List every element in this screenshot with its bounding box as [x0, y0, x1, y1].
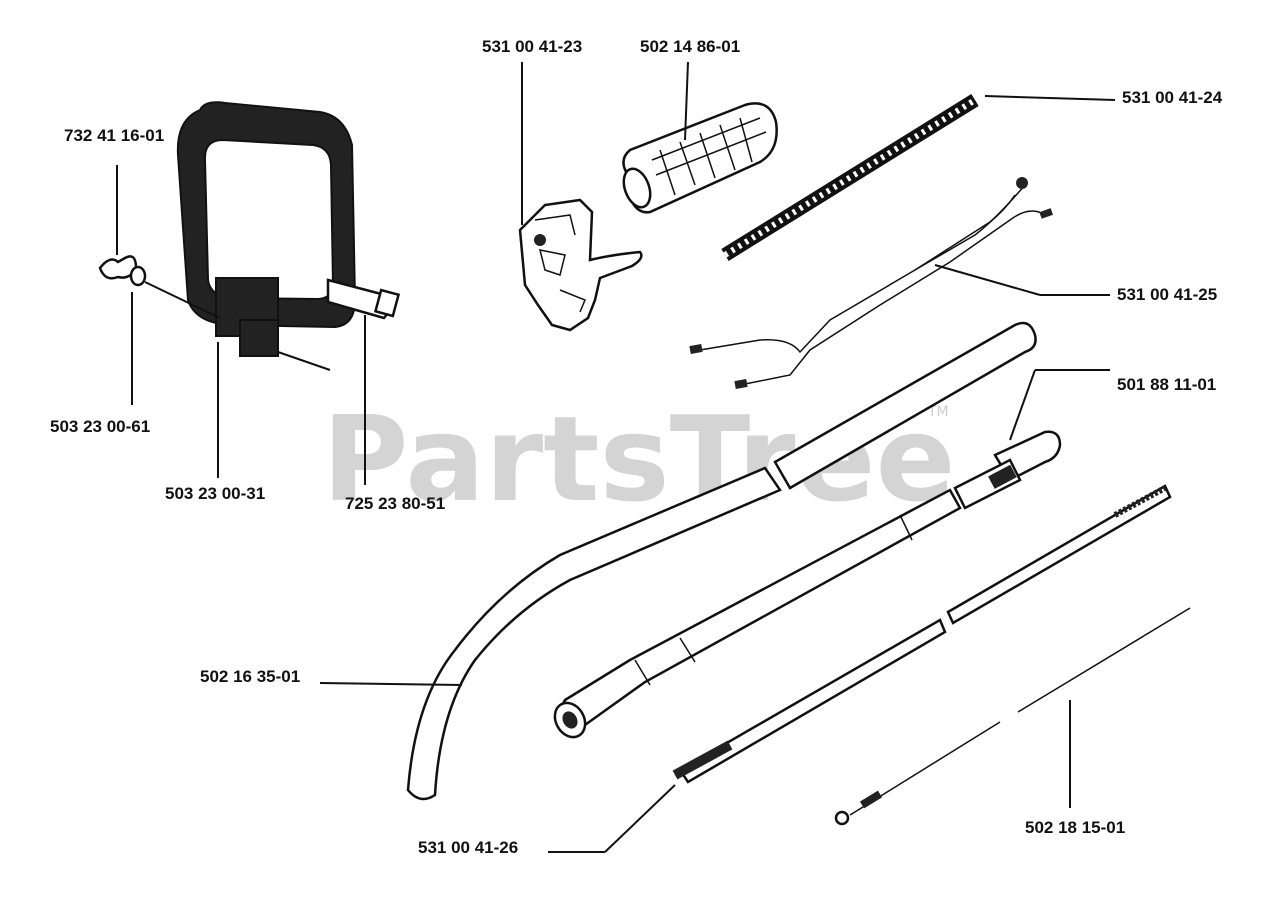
- part-label-502-16-35-01: 502 16 35-01: [200, 667, 300, 686]
- wiring-harness[interactable]: [689, 177, 1054, 389]
- part-label-531-00-41-25: 531 00 41-25: [1117, 285, 1217, 304]
- leader-lines: [116, 61, 1116, 853]
- part-label-502-14-86-01: 502 14 86-01: [640, 37, 740, 56]
- screw[interactable]: [326, 278, 401, 320]
- drive-shaft[interactable]: [549, 488, 962, 743]
- watermark-text: PartsTree: [322, 390, 956, 528]
- part-label-503-23-00-31: 503 23 00-31: [165, 484, 265, 503]
- washer[interactable]: [129, 265, 147, 287]
- part-label-502-18-15-01: 502 18 15-01: [1025, 818, 1125, 837]
- part-label-725-23-80-51: 725 23 80-51: [345, 494, 445, 513]
- flexible-shaft[interactable]: [672, 484, 1172, 784]
- loop-handle[interactable]: [176, 101, 357, 357]
- part-label-501-88-11-01: 501 88 11-01: [1117, 375, 1216, 394]
- part-label-732-41-16-01: 732 41 16-01: [64, 126, 164, 145]
- watermark-trademark: TM: [927, 404, 949, 420]
- coupling-tube[interactable]: [953, 430, 1062, 510]
- grip[interactable]: [619, 102, 778, 214]
- part-label-531-00-41-26: 531 00 41-26: [418, 838, 518, 857]
- part-label-503-23-00-61: 503 23 00-61: [50, 417, 150, 436]
- part-labels: 531 00 41-23 502 14 86-01 531 00 41-24 7…: [50, 37, 1223, 857]
- spiral-cover[interactable]: [721, 94, 979, 261]
- throttle-cable[interactable]: [834, 607, 1191, 826]
- part-label-531-00-41-23: 531 00 41-23: [482, 37, 582, 56]
- curved-tube[interactable]: [406, 466, 782, 801]
- throttle-housing[interactable]: [518, 198, 643, 332]
- part-label-531-00-41-24: 531 00 41-24: [1122, 88, 1223, 107]
- short-tube[interactable]: [773, 321, 1037, 490]
